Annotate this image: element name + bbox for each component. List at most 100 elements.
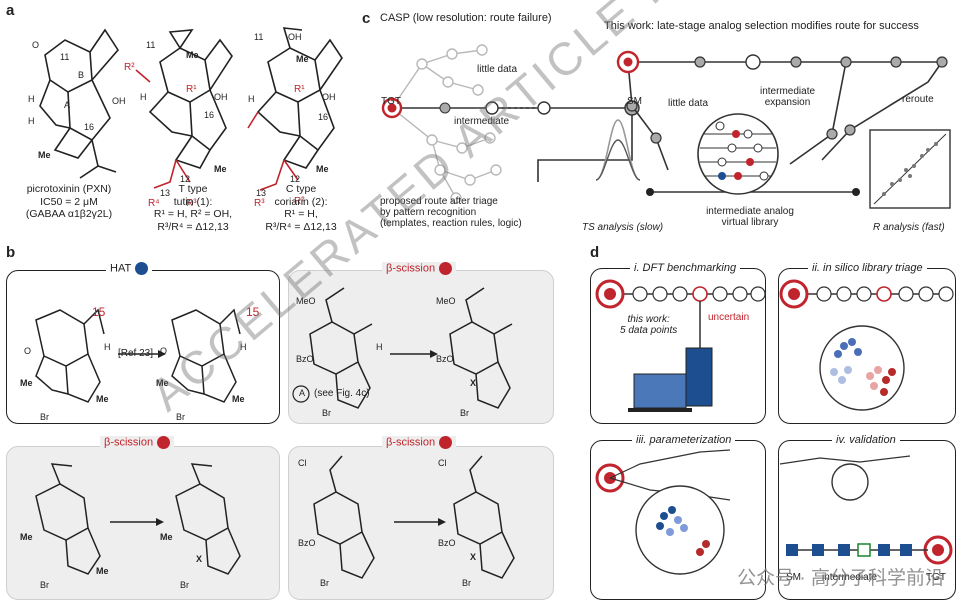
svg-text:X: X [470,552,476,562]
svg-text:O: O [24,346,31,356]
tutin-r1: R¹ = H, R² = OH, [153,208,233,220]
dft-note: this work: 5 data points [620,314,678,336]
svg-text:Br: Br [460,408,469,418]
beta-title-1: β-scission [382,262,457,275]
coriarin-type: C type [285,183,317,195]
svg-text:11: 11 [146,40,155,50]
svg-text:Br: Br [180,580,189,590]
svg-text:X: X [470,378,476,388]
coriarin-name: coriarin (2): [274,195,328,208]
validation-tgt: TGT [926,572,946,583]
svg-text:R¹: R¹ [294,84,305,95]
svg-text:R¹: R¹ [186,84,197,95]
pxn-name: picrotoxinin (PXN) [26,183,112,195]
triage-title: ii. in silico library triage [808,262,927,274]
r-analysis-label: R analysis (fast) [873,222,945,233]
svg-text:MeO: MeO [296,296,316,306]
svg-text:MeO: MeO [436,296,456,306]
panel-label-b: b [6,244,16,261]
svg-text:H: H [28,116,35,126]
this-work-title: This work: late-stage analog selection m… [604,20,919,32]
beta-red-dot-2 [157,436,171,449]
svg-text:O: O [32,40,39,50]
svg-text:Me: Me [156,378,169,388]
svg-text:OH: OH [288,32,302,42]
svg-text:R²: R² [294,196,305,207]
svg-text:13: 13 [256,188,266,198]
coriarin-r3: R³/R⁴ = Δ12,13 [265,220,337,233]
hat-blue-dot [135,262,149,275]
svg-text:BzO: BzO [298,538,316,548]
svg-text:Br: Br [462,578,471,588]
library-label: intermediate analog virtual library [706,206,794,228]
box-beta-scission-2 [6,446,280,600]
svg-text:Br: Br [40,412,49,422]
uncertain-label: uncertain [708,312,750,323]
proposed-route-label: proposed route after triage by pattern r… [380,196,522,229]
svg-text:BzO: BzO [438,538,456,548]
svg-text:BzO: BzO [436,354,454,364]
panel-c-diagram [381,44,951,209]
svg-text:11: 11 [254,32,263,42]
svg-text:Cl: Cl [438,458,447,468]
pxn-target: (GABAA α1β2γ2L) [25,208,113,220]
svg-text:Br: Br [176,412,185,422]
panel-label-c: c [362,10,371,27]
svg-text:11: 11 [60,52,69,62]
svg-text:15: 15 [92,305,106,319]
pxn-ic50: IC50 = 2 μM [40,195,98,208]
panel-label-a: a [6,2,15,19]
svg-text:OH: OH [322,92,336,102]
svg-text:O: O [160,346,167,356]
svg-text:A: A [64,100,70,110]
little-data-label: little data [477,64,518,75]
tutin-r3: R³/R⁴ = Δ12,13 [157,220,229,233]
svg-text:12: 12 [290,174,300,184]
svg-text:Me: Me [20,378,33,388]
ref-23: [Ref 23] [118,348,154,359]
intermediate-expansion-label: intermediate expansion [760,86,816,108]
svg-text:Me: Me [214,164,227,174]
svg-text:Me: Me [38,150,51,160]
svg-text:H: H [248,94,255,104]
svg-text:H: H [104,342,111,352]
svg-text:X: X [196,554,202,564]
panel-d-graphics [595,279,954,575]
svg-text:Me: Me [20,532,33,542]
svg-text:Me: Me [232,394,245,404]
little-data-label-2: little data [668,98,709,109]
svg-text:Br: Br [40,580,49,590]
svg-text:Me: Me [96,566,109,576]
svg-text:H: H [376,342,383,352]
svg-text:R²: R² [124,62,135,73]
svg-text:H: H [140,92,147,102]
svg-text:R³: R³ [254,198,265,209]
svg-text:Br: Br [322,408,331,418]
tutin-name: tutin (1): [173,195,213,208]
svg-text:16: 16 [204,110,214,120]
ts-analysis-label: TS analysis (slow) [582,222,664,233]
svg-text:R³: R³ [186,198,197,209]
svg-text:15: 15 [246,305,260,319]
casp-title: CASP (low resolution: route failure) [380,12,552,24]
coriarin-r1: R¹ = H, [284,208,318,220]
beta-title-3: β-scission [382,436,457,449]
validation-intermediate: intermediate [822,572,878,583]
svg-text:13: 13 [160,188,170,198]
svg-text:R⁴: R⁴ [148,198,160,209]
svg-text:12: 12 [180,174,190,184]
svg-text:B: B [78,70,84,80]
tutin-type: T type [178,183,208,195]
tgt-label: TGT [381,96,401,107]
svg-text:Me: Me [316,164,329,174]
validation-sm: SM [786,572,801,583]
svg-text:H: H [240,342,247,352]
intermediate-label: intermediate [454,116,510,127]
sm-label: SM [627,96,642,107]
reroute-label: reroute [902,94,934,105]
svg-text:16: 16 [84,122,94,132]
param-title: iii. parameterization [632,434,736,446]
box-hat [6,270,280,424]
svg-text:Me: Me [296,54,309,64]
